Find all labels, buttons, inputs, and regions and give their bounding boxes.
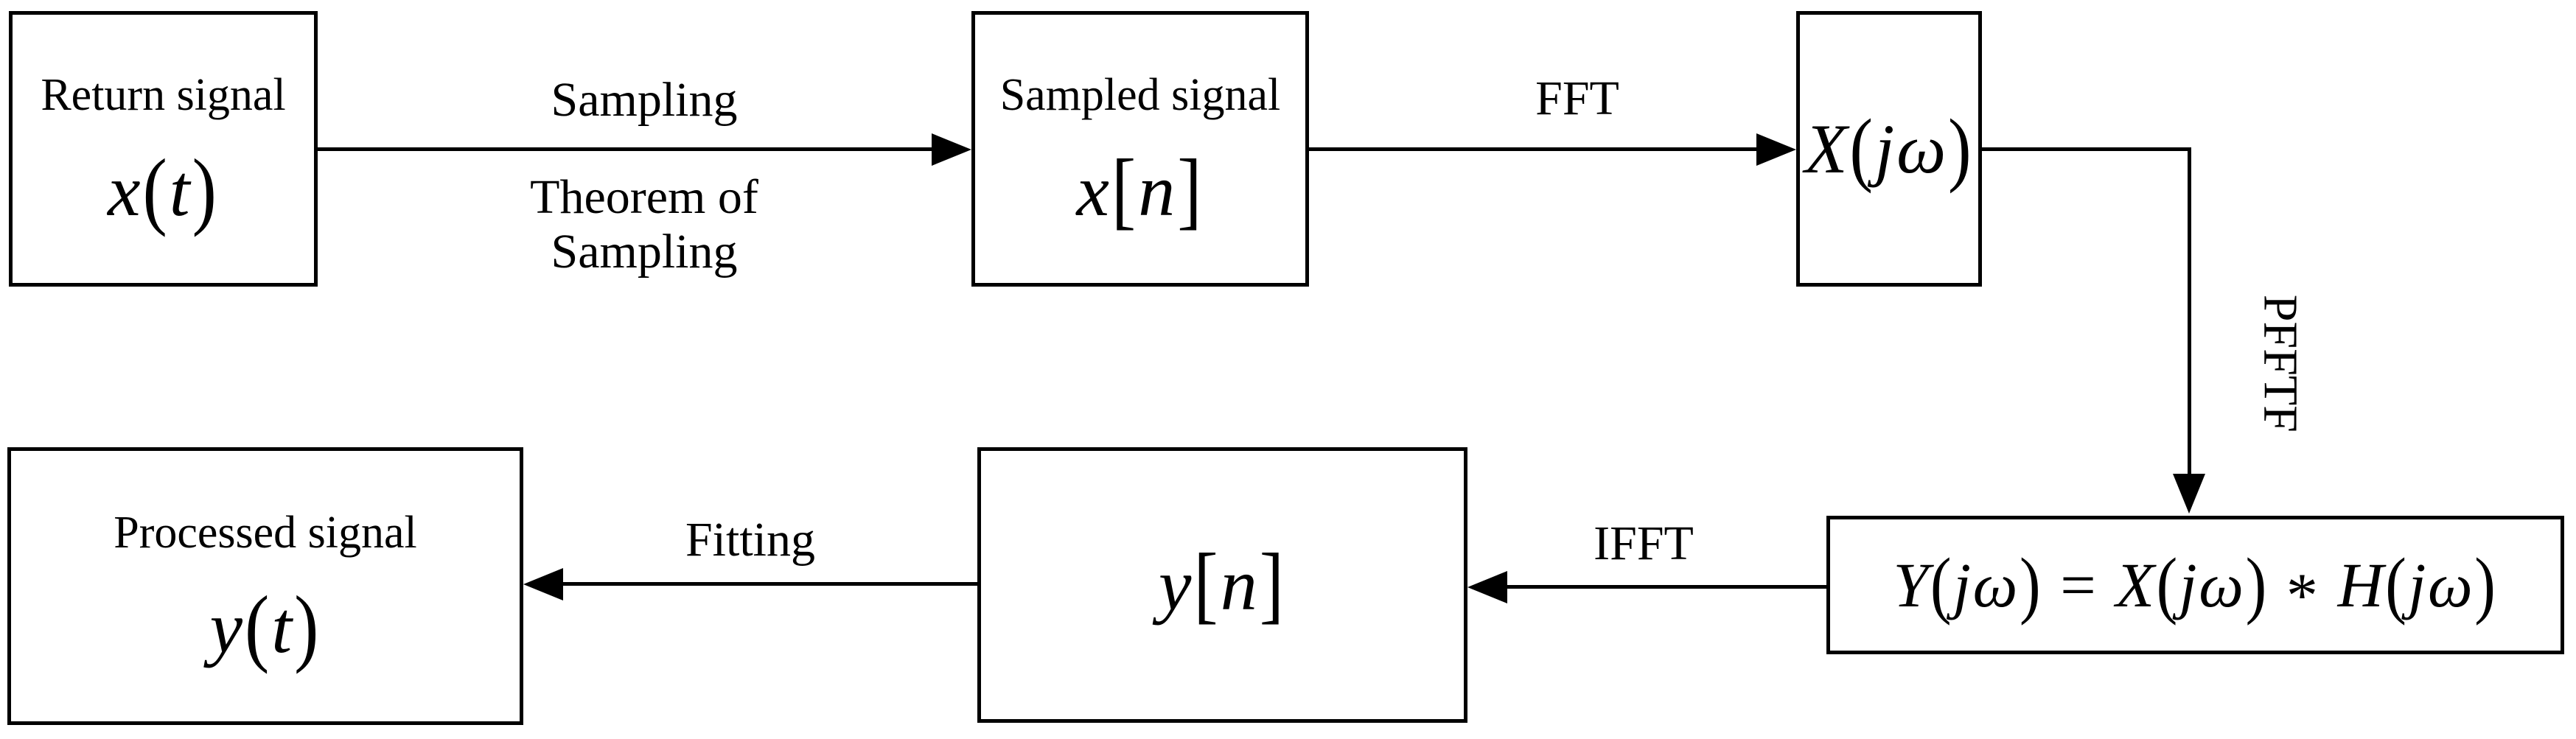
sampled-signal-math: x[n]: [1076, 146, 1204, 233]
ifft-arrow-line: [1507, 585, 1826, 589]
math-glyph: x: [108, 149, 143, 231]
math-glyph: [2098, 550, 2115, 620]
math-glyph: [2269, 550, 2286, 620]
box-y-sequence: y[n]: [977, 447, 1467, 723]
math-glyph: ω: [1972, 550, 2020, 620]
sampling-label-below-line1: Theorem of: [530, 170, 758, 224]
math-glyph: (: [2156, 542, 2179, 626]
processed-signal-label: Processed signal: [114, 507, 417, 558]
pfftf-label: PFFTF: [2253, 294, 2308, 432]
math-glyph: ω: [2427, 550, 2475, 620]
sampling-label-above: Sampling: [551, 73, 738, 127]
math-glyph: =: [2060, 550, 2098, 620]
math-glyph: ): [192, 141, 219, 238]
fft-arrowhead: [1756, 133, 1796, 166]
math-glyph: X: [1804, 109, 1850, 188]
return-signal-label: Return signal: [41, 70, 286, 121]
ifft-arrowhead: [1467, 571, 1507, 603]
y-sequence-math: y[n]: [1159, 540, 1286, 627]
math-glyph: j: [2408, 550, 2428, 620]
return-signal-math: x(t): [108, 146, 219, 233]
box-sampled-signal: Sampled signal x[n]: [971, 11, 1309, 287]
math-glyph: (: [1849, 101, 1875, 194]
fitting-arrow-line: [563, 582, 977, 586]
processed-signal-math: y(t): [210, 583, 321, 670]
math-glyph: X: [2115, 550, 2157, 620]
fft-label: FFT: [1535, 71, 1619, 125]
math-glyph: n: [1220, 544, 1260, 626]
math-glyph: ): [294, 578, 321, 675]
fitting-arrowhead: [523, 568, 563, 600]
math-glyph: ): [2245, 542, 2269, 626]
math-glyph: y: [209, 586, 245, 669]
sampling-label-below-line2: Sampling: [551, 225, 738, 279]
x-spectrum-math: X(jω): [1804, 106, 1973, 189]
math-glyph: ]: [1259, 535, 1286, 632]
math-glyph: (: [142, 141, 170, 238]
pfftf-arrow-vline: [2188, 147, 2191, 474]
math-glyph: (: [1930, 542, 1954, 626]
math-glyph: ): [2474, 542, 2498, 626]
math-glyph: [: [1193, 535, 1221, 632]
math-glyph: y: [1158, 544, 1194, 626]
box-y-spectrum: Y(jω) = X(jω) * H(jω): [1826, 516, 2564, 654]
math-glyph: j: [1953, 550, 1973, 620]
math-glyph: *: [2286, 559, 2320, 631]
math-glyph: [2320, 550, 2337, 620]
math-glyph: [: [1111, 141, 1139, 238]
pfftf-arrowhead: [2173, 474, 2205, 514]
sampled-signal-label: Sampled signal: [999, 70, 1281, 121]
math-glyph: (: [2385, 542, 2409, 626]
fitting-label: Fitting: [685, 513, 816, 567]
fft-arrow-line: [1309, 147, 1756, 151]
math-glyph: ]: [1177, 141, 1204, 238]
math-glyph: t: [169, 149, 192, 231]
box-processed-signal: Processed signal y(t): [7, 447, 523, 725]
sampling-arrowhead: [932, 133, 971, 166]
math-glyph: t: [271, 586, 295, 669]
box-return-signal: Return signal x(t): [9, 11, 318, 287]
math-glyph: (: [244, 578, 272, 675]
math-glyph: ω: [2199, 550, 2246, 620]
math-glyph: [2042, 550, 2060, 620]
math-glyph: j: [2179, 550, 2199, 620]
math-glyph: n: [1138, 149, 1178, 231]
math-glyph: ω: [1896, 109, 1949, 188]
math-glyph: Y: [1893, 550, 1930, 620]
math-glyph: x: [1076, 149, 1111, 231]
box-x-spectrum: X(jω): [1796, 11, 1982, 287]
math-glyph: ): [2019, 542, 2043, 626]
sampling-arrow-line: [318, 147, 932, 151]
math-glyph: j: [1874, 109, 1897, 188]
y-spectrum-math: Y(jω) = X(jω) * H(jω): [1893, 547, 2498, 627]
ifft-label: IFFT: [1594, 516, 1694, 570]
math-glyph: H: [2337, 550, 2386, 620]
math-glyph: ): [1948, 101, 1974, 194]
pfftf-arrow-hline: [1980, 147, 2191, 151]
